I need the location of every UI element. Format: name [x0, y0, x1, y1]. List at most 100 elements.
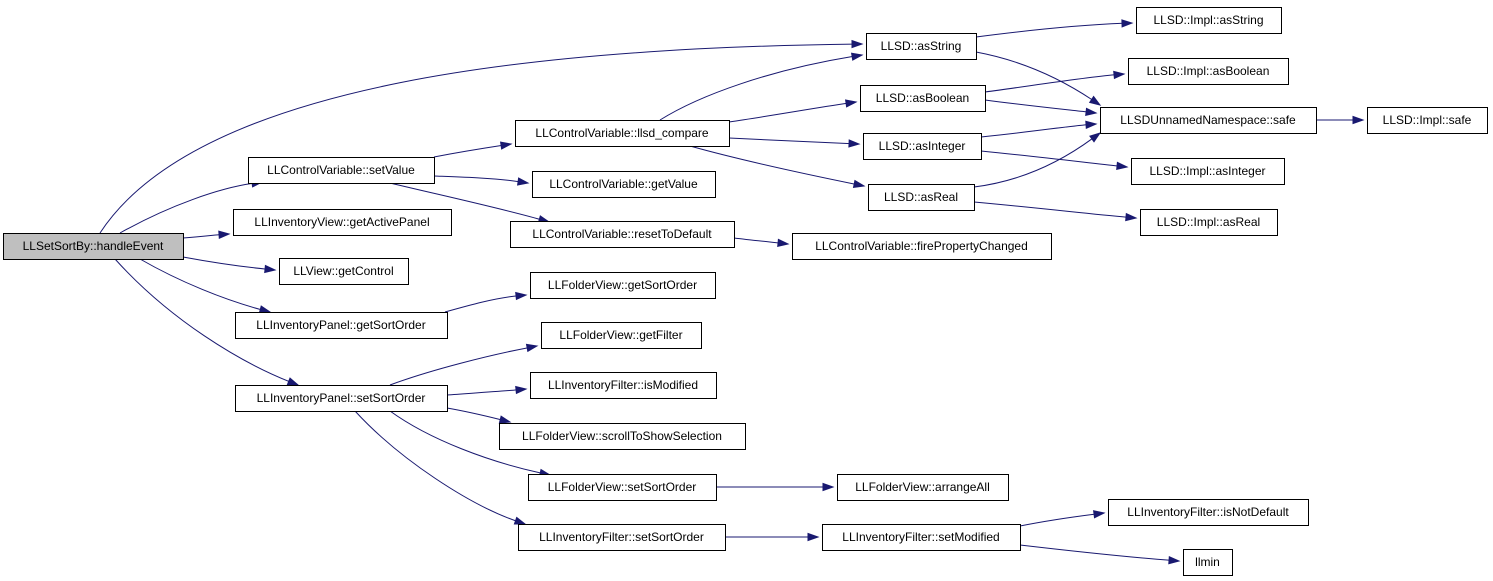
function-node[interactable]: LLInventoryPanel::setSortOrder [235, 385, 448, 412]
node-box [1183, 549, 1233, 576]
call-edge [980, 120, 1098, 138]
edge-arrowhead [513, 516, 527, 525]
function-node[interactable]: llmin [1183, 549, 1233, 576]
edge-arrowhead [498, 415, 512, 424]
edge-arrowhead [525, 343, 539, 353]
edge-arrowhead [1125, 212, 1138, 222]
call-edge [689, 145, 866, 188]
node-label: LLSD::asString [881, 39, 962, 53]
call-edge [389, 343, 539, 386]
function-node[interactable]: LLSDUnnamedNamespace::safe [1100, 107, 1317, 134]
node-label: LLControlVariable::firePropertyChanged [815, 239, 1028, 253]
function-node[interactable]: LLFolderView::getSortOrder [530, 272, 716, 299]
node-label: LLInventoryFilter::setModified [842, 530, 999, 544]
node-box [518, 524, 726, 551]
edge-line [389, 410, 542, 474]
function-node[interactable]: LLInventoryFilter::setModified [822, 524, 1021, 551]
node-label: LLFolderView::arrangeAll [855, 480, 990, 494]
edge-arrowhead [515, 291, 528, 301]
node-label: LLInventoryFilter::isModified [548, 378, 698, 392]
node-label: LLFolderView::getFilter [559, 328, 682, 342]
node-box [1140, 209, 1278, 236]
node-label: LLSDUnnamedNamespace::safe [1120, 113, 1296, 127]
function-node[interactable]: LLFolderView::scrollToShowSelection [499, 423, 746, 450]
function-node[interactable]: LLInventoryView::getActivePanel [233, 209, 452, 236]
node-box [515, 120, 730, 147]
edge-line [1019, 544, 1171, 561]
function-node[interactable]: LLControlVariable::firePropertyChanged [792, 233, 1052, 260]
edge-arrowhead [517, 177, 530, 186]
node-box [528, 474, 717, 501]
edge-arrowhead [500, 141, 513, 150]
edge-arrowhead [264, 264, 277, 274]
node-label: LLInventoryView::getActivePanel [254, 215, 429, 229]
function-node[interactable]: LLSD::asString [866, 33, 977, 60]
function-node[interactable]: LLInventoryPanel::getSortOrder [235, 312, 448, 339]
edge-arrowhead [852, 179, 866, 188]
edge-arrowhead [286, 377, 300, 386]
function-node[interactable]: LLSD::Impl::asInteger [1131, 158, 1285, 185]
function-node[interactable]: LLControlVariable::llsd_compare [515, 120, 730, 147]
edge-line [99, 43, 854, 234]
edge-arrowhead [1085, 107, 1098, 116]
call-edge [984, 99, 1098, 116]
function-node[interactable]: LLInventoryFilter::isNotDefault [1108, 499, 1309, 526]
edge-arrowhead [822, 482, 835, 492]
function-node[interactable]: LLInventoryFilter::isModified [530, 372, 717, 399]
edge-line [984, 99, 1088, 113]
function-node[interactable]: LLSD::asReal [868, 184, 975, 211]
edge-line [139, 258, 262, 311]
edge-line [446, 407, 502, 421]
edge-layer [99, 19, 1365, 565]
call-edge [728, 137, 861, 148]
node-box [279, 258, 409, 285]
edge-arrowhead [777, 238, 790, 248]
function-node[interactable]: LLFolderView::setSortOrder [528, 474, 717, 501]
node-box [863, 133, 982, 160]
node-box [530, 372, 717, 399]
node-box [3, 233, 184, 260]
node-label: LLSD::Impl::asBoolean [1147, 64, 1270, 78]
call-edge [99, 39, 864, 234]
node-box [822, 524, 1021, 551]
function-node[interactable]: LLSD::Impl::asString [1136, 7, 1282, 34]
function-node[interactable]: LLFolderView::arrangeAll [837, 474, 1009, 501]
edge-line [975, 22, 1124, 38]
function-node[interactable]: LLInventoryFilter::setSortOrder [518, 524, 726, 551]
call-edge [1316, 115, 1365, 125]
edge-arrowhead [1352, 115, 1365, 125]
call-edge [444, 291, 528, 313]
edge-arrowhead [807, 532, 820, 542]
call-edge [733, 237, 790, 248]
call-edge [659, 52, 864, 121]
call-edge [446, 407, 512, 424]
edge-line [984, 74, 1116, 93]
node-box [248, 157, 435, 184]
function-node[interactable]: LLSD::asBoolean [860, 85, 986, 112]
node-box [499, 423, 746, 450]
edge-line [973, 201, 1128, 218]
node-label: llmin [1195, 555, 1220, 569]
node-box [510, 221, 735, 248]
node-label: LLControlVariable::resetToDefault [532, 227, 712, 241]
node-label: LLSetSortBy::handleEvent [23, 239, 164, 253]
edge-line [433, 144, 503, 158]
function-node[interactable]: LLSD::Impl::safe [1367, 107, 1488, 134]
function-node[interactable]: LLSD::Impl::asReal [1140, 209, 1278, 236]
edge-line [980, 150, 1119, 167]
call-edge [433, 141, 513, 158]
function-node[interactable]: LLSD::Impl::asBoolean [1128, 58, 1289, 85]
function-node[interactable]: LLFolderView::getFilter [541, 322, 702, 349]
call-edge [433, 175, 530, 186]
edge-arrowhead [845, 99, 858, 108]
function-node[interactable]: LLView::getControl [279, 258, 409, 285]
function-node[interactable]: LLSD::asInteger [863, 133, 982, 160]
function-node[interactable]: LLControlVariable::resetToDefault [510, 221, 735, 248]
function-node[interactable]: LLControlVariable::setValue [248, 157, 435, 184]
edge-arrowhead [258, 305, 272, 314]
node-label: LLSD::asReal [884, 190, 958, 204]
function-node[interactable]: LLControlVariable::getValue [532, 171, 716, 198]
edge-line [973, 137, 1093, 188]
node-box [235, 385, 448, 412]
edge-line [389, 347, 529, 386]
